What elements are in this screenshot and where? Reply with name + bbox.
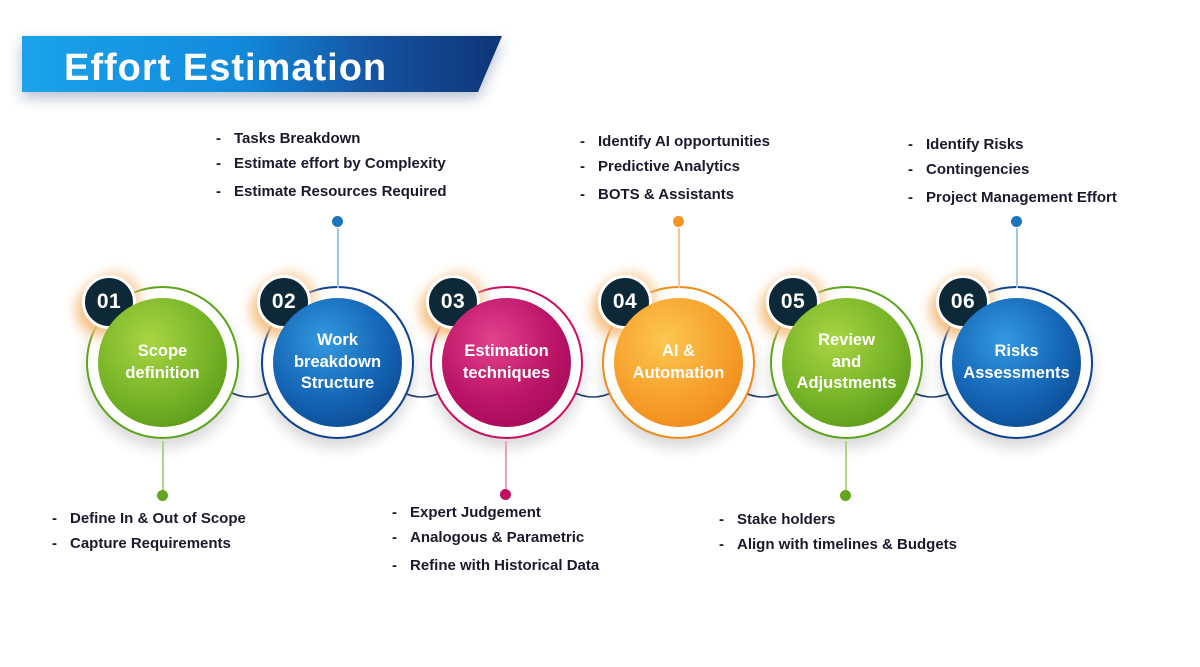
connector-dot [673,216,684,227]
connector-dot [1011,216,1022,227]
bullet-dash: - [216,155,221,172]
bullet-text: Stake holders [737,511,836,528]
list-item: - Stake holders [719,509,957,530]
bullet-dash: - [908,189,913,206]
bullet-dash: - [392,529,397,546]
step-label: Estimation techniques [462,341,551,382]
bullet-dash: - [580,186,585,203]
step-circle: 04 AI & Automation [598,275,755,439]
step-circle-fill: Risks Assessments [952,298,1081,427]
bullet-dash: - [216,130,221,147]
bullet-text: Tasks Breakdown [234,130,361,147]
bullet-dash: - [52,510,57,527]
list-item: - Define In & Out of Scope [52,508,246,529]
step-label: AI & Automation [632,341,725,382]
bullet-dash: - [580,133,585,150]
list-item: - Capture Requirements [52,533,246,554]
connector-stem [505,441,507,491]
step-label: Review and Adjustments [796,330,897,393]
bullet-text: Estimate Resources Required [234,183,447,200]
step-number: 01 [96,290,122,313]
list-item: - Analogous & Parametric [392,527,599,548]
bullet-text: Refine with Historical Data [410,557,600,574]
list-item: - Refine with Historical Data [392,555,599,576]
step-number-badge: 02 [257,275,311,329]
bullet-text: Project Management Effort [926,189,1117,206]
step-label: Work breakdown Structure [293,330,382,393]
step-label: Risks Assessments [963,341,1070,382]
connector-stem [337,228,339,288]
bullet-dash: - [580,158,585,175]
step-details-list: - Expert Judgement - Analogous & Paramet… [392,502,599,580]
bullet-text: Estimate effort by Complexity [234,155,446,172]
connector-stem [162,441,164,491]
step-details-list: - Tasks Breakdown - Estimate effort by C… [216,128,447,206]
bullet-dash: - [392,504,397,521]
connector-stem [678,228,680,288]
step-circle: 05 Review and Adjustments [766,275,923,439]
bullet-text: Identify AI opportunities [598,133,770,150]
bullet-text: Capture Requirements [70,535,231,552]
step-details-list: - Identify Risks - Contingencies - Proje… [908,134,1117,212]
bullet-text: BOTS & Assistants [598,186,735,203]
step-number: 05 [780,290,806,313]
bullet-dash: - [216,183,221,200]
step-circle-fill: AI & Automation [614,298,743,427]
step-circle: 06 Risks Assessments [936,275,1093,439]
connector-stem [1016,228,1018,288]
bullet-text: Expert Judgement [410,504,541,521]
header-banner [22,36,502,92]
bullet-dash: - [719,536,724,553]
bullet-text: Analogous & Parametric [410,529,585,546]
list-item: - Align with timelines & Budgets [719,534,957,555]
step-label: Scope definition [125,341,200,382]
bullet-dash: - [52,535,57,552]
connector-stem [845,441,847,491]
list-item: - Identify Risks [908,134,1117,155]
connector-dot [500,489,511,500]
bullet-dash: - [719,511,724,528]
bullet-dash: - [908,136,913,153]
bullet-dash: - [908,161,913,178]
list-item: - Estimate Resources Required [216,181,447,202]
list-item: - Tasks Breakdown [216,128,447,149]
step-circle: 03 Estimation techniques [426,275,583,439]
step-number: 04 [612,290,638,313]
bullet-text: Identify Risks [926,136,1024,153]
bullet-dash: - [392,557,397,574]
list-item: - Contingencies [908,159,1117,180]
connector-dot [157,490,168,501]
bullet-text: Predictive Analytics [598,158,741,175]
list-item: - Identify AI opportunities [580,131,770,152]
list-item: - Expert Judgement [392,502,599,523]
step-number: 06 [950,290,976,313]
bullet-text: Define In & Out of Scope [70,510,246,527]
step-number: 02 [271,290,297,313]
step-number: 03 [440,290,466,313]
list-item: - Predictive Analytics [580,156,770,177]
step-details-list: - Stake holders - Align with timelines &… [719,509,957,559]
bullet-text: Contingencies [926,161,1030,178]
step-details-list: - Identify AI opportunities - Predictive… [580,131,770,209]
bullet-text: Align with timelines & Budgets [737,536,958,553]
step-circle-fill: Work breakdown Structure [273,298,402,427]
list-item: - Estimate effort by Complexity [216,153,447,174]
step-circle-fill: Estimation techniques [442,298,571,427]
step-circle: 01 Scope definition [82,275,239,439]
connector-dot [332,216,343,227]
page-title: Effort Estimation [64,47,388,89]
list-item: - BOTS & Assistants [580,184,770,205]
step-circle-fill: Review and Adjustments [782,298,911,427]
step-number-badge: 06 [936,275,990,329]
connector-dot [840,490,851,501]
step-circle-fill: Scope definition [98,298,227,427]
step-details-list: - Define In & Out of Scope - Capture Req… [52,508,246,558]
step-circle: 02 Work breakdown Structure [257,275,414,439]
list-item: - Project Management Effort [908,187,1117,208]
